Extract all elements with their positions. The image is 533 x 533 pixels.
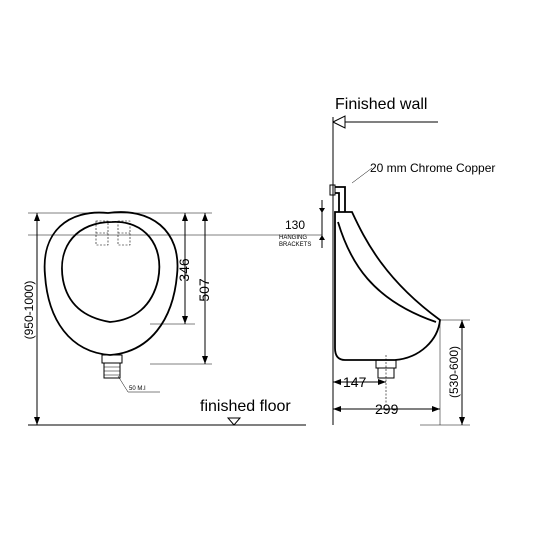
dimension-299: 299	[333, 320, 441, 425]
dimension-299-label: 299	[375, 401, 399, 417]
dimension-346: 346	[176, 213, 192, 324]
lip-height-label: (530-600)	[447, 346, 461, 398]
dimension-507: 507	[196, 213, 212, 364]
dimension-lip-height: (530-600)	[420, 319, 470, 426]
urinal-side-profile	[334, 211, 441, 405]
dimension-130: 130 HANGING BRACKETS	[279, 200, 325, 248]
front-view: 50 M.I	[43, 211, 179, 393]
dimension-130-label: 130	[285, 218, 305, 232]
outlet-label: 50 M.I	[129, 386, 146, 392]
hanging-label-line1: HANGING	[279, 235, 307, 241]
mounting-height-label: (950-1000)	[22, 281, 36, 340]
dimension-147-label: 147	[343, 374, 367, 390]
dimension-mounting-height: (950-1000)	[22, 213, 40, 425]
urinal-inner-curve	[337, 221, 437, 323]
urinal-side-outline	[334, 211, 441, 361]
dimension-346-label: 346	[176, 258, 192, 282]
chrome-copper-label: 20 mm Chrome Copper	[370, 161, 495, 175]
finished-wall-label: Finished wall	[335, 96, 427, 113]
finished-floor-label: finished floor	[200, 398, 291, 415]
finished-floor: finished floor	[28, 398, 306, 426]
waste-spigot	[101, 354, 123, 364]
water-supply-pipe: 20 mm Chrome Copper	[329, 161, 495, 212]
floor-level-marker	[226, 417, 242, 426]
hanging-label-line2: BRACKETS	[279, 242, 311, 248]
dimension-147: 147	[333, 374, 386, 390]
dimension-507-label: 507	[196, 278, 212, 302]
finished-wall: Finished wall	[332, 96, 438, 425]
urinal-bowl-opening	[61, 221, 161, 323]
